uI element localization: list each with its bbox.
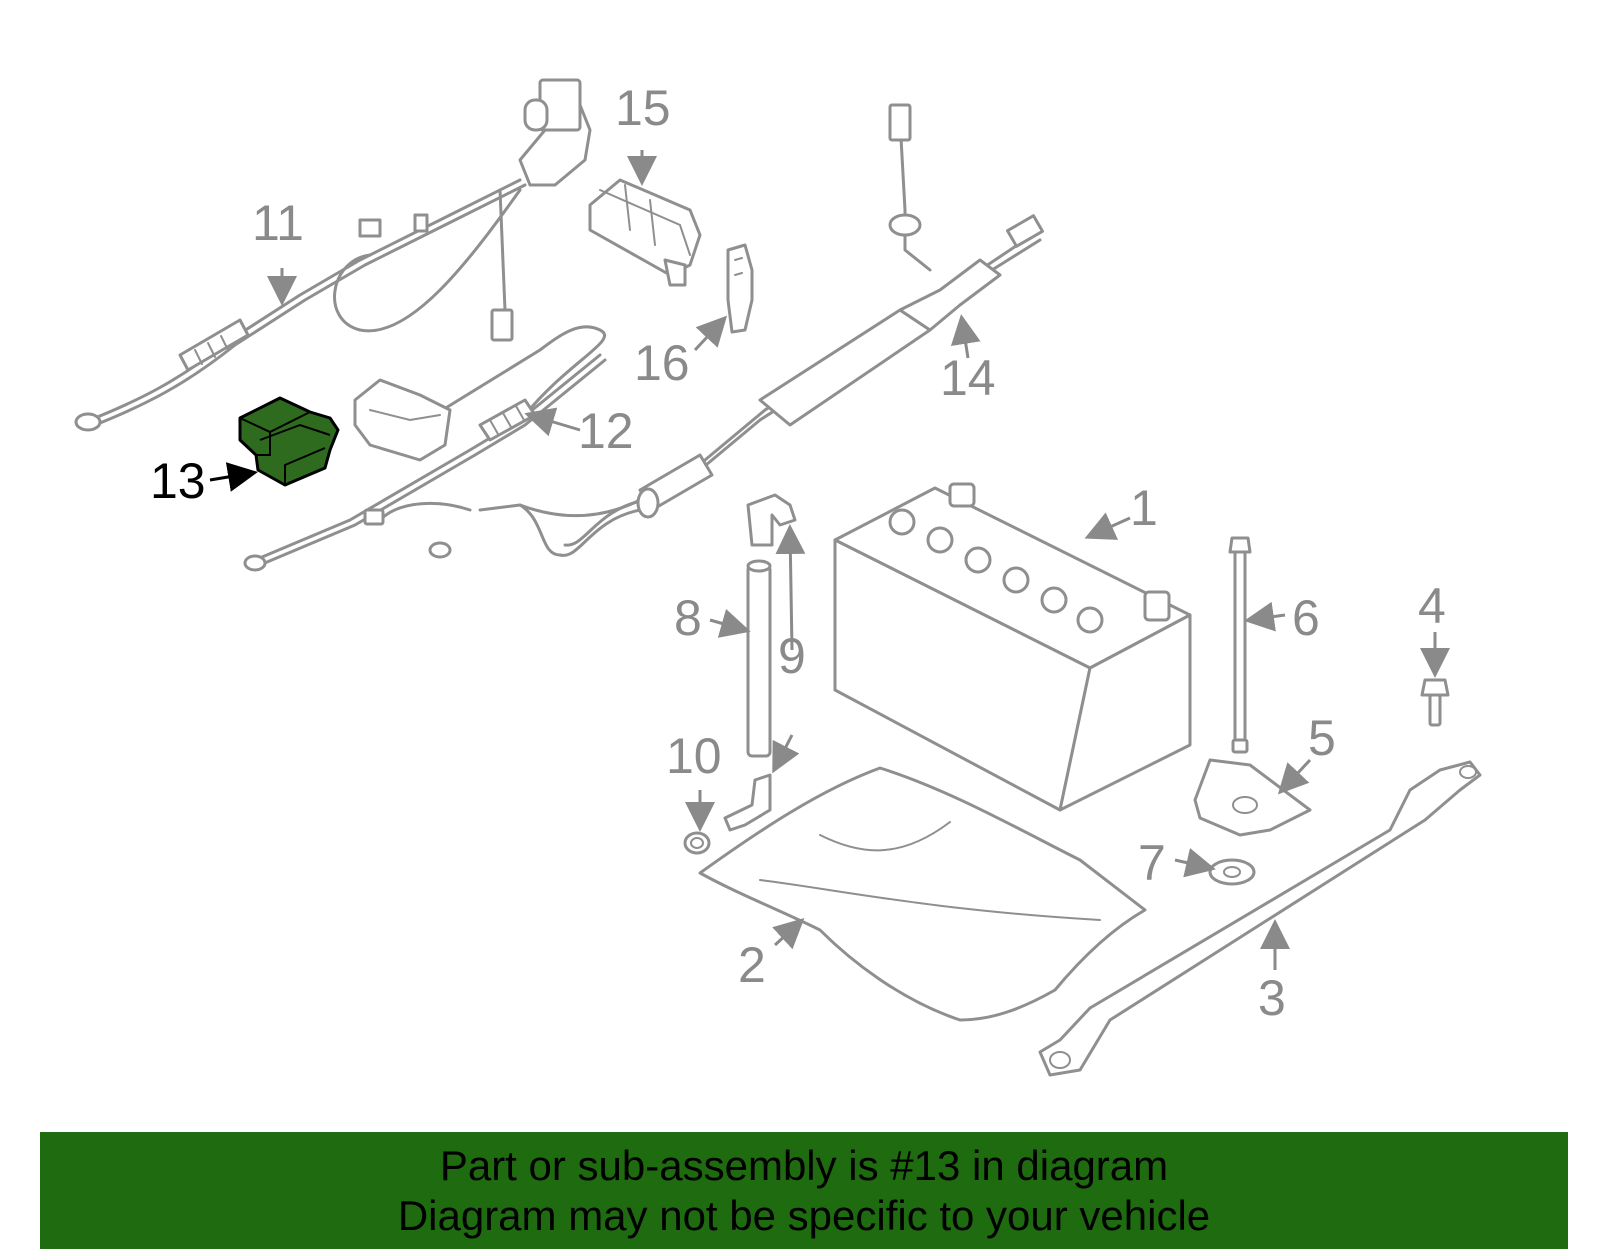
part-11-cable <box>74 78 592 432</box>
callout-1: 1 <box>1130 480 1158 536</box>
part-1-battery <box>833 482 1192 812</box>
callout-7: 7 <box>1138 835 1166 891</box>
part-16-clip <box>726 243 754 334</box>
info-banner: Part or sub-assembly is #13 in diagram D… <box>40 1132 1568 1249</box>
callout-13: 13 <box>150 453 206 509</box>
callout-6: 6 <box>1292 590 1320 646</box>
callout-3: 3 <box>1258 970 1286 1026</box>
callout-2: 2 <box>738 937 766 993</box>
part-2-mat <box>698 766 1147 1022</box>
part-13-highlighted <box>238 396 340 487</box>
callout-11: 11 <box>252 195 304 251</box>
part-15-module <box>588 178 702 287</box>
part-3-strap <box>1038 760 1482 1077</box>
callout-12: 12 <box>578 403 634 459</box>
part-5-bracket <box>1193 758 1312 837</box>
part-7-washer <box>1208 858 1256 886</box>
callout-15: 15 <box>615 80 671 136</box>
leader-arrows <box>209 150 1450 970</box>
part-9-elbow <box>723 493 797 832</box>
callout-9: 9 <box>778 628 806 684</box>
callout-14: 14 <box>940 350 996 406</box>
part-14-main-cable <box>478 103 1044 557</box>
callout-5: 5 <box>1308 710 1336 766</box>
callout-4: 4 <box>1418 578 1446 634</box>
callout-16: 16 <box>634 335 690 391</box>
banner-disclaimer: Diagram may not be specific to your vehi… <box>397 1191 1211 1239</box>
part-8-tube <box>746 559 772 758</box>
part-4-bolt <box>1420 678 1450 727</box>
callout-8: 8 <box>674 590 702 646</box>
banner-part-note: Part or sub-assembly is #13 in diagram <box>439 1141 1169 1189</box>
part-12-cable <box>243 325 607 572</box>
callout-10: 10 <box>666 728 722 784</box>
part-6-bolt <box>1228 536 1252 754</box>
part-10-grommet <box>683 831 711 855</box>
